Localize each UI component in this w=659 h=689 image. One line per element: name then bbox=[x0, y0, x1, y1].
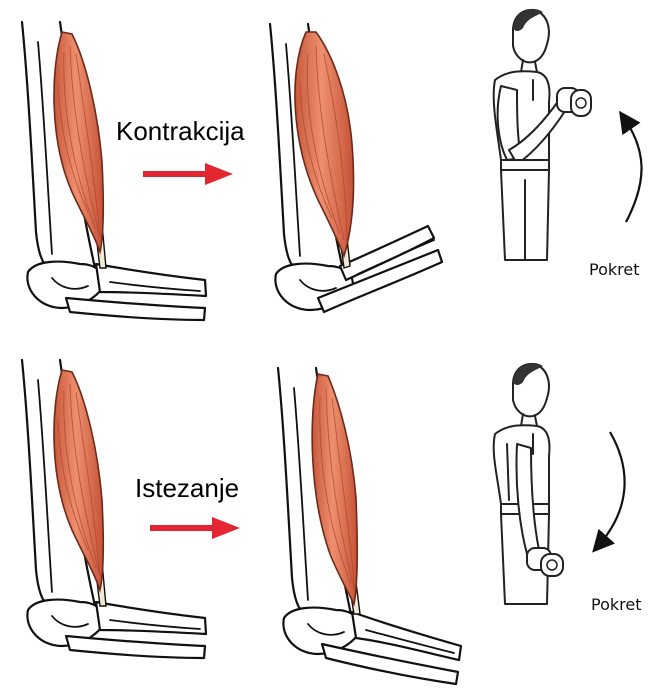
red-arrow-icon bbox=[143, 163, 233, 185]
top-row: Kontrakcija Pokret bbox=[22, 9, 642, 320]
contraction-label: Kontrakcija bbox=[116, 116, 245, 146]
movement-label: Pokret bbox=[589, 260, 639, 279]
arm-stretched-illustration bbox=[278, 368, 461, 684]
arm-contracted-illustration bbox=[270, 24, 442, 312]
stretch-label: Istezanje bbox=[135, 473, 239, 503]
person-arm-down-illustration bbox=[494, 363, 563, 604]
red-arrow-icon bbox=[150, 517, 240, 539]
person-curl-up-illustration bbox=[494, 9, 591, 260]
downward-motion-arrow-icon bbox=[598, 432, 625, 546]
arm-relaxed-illustration bbox=[22, 360, 206, 658]
upward-motion-arrow-icon bbox=[624, 118, 642, 222]
bottom-row: Istezanje Pokret bbox=[22, 360, 641, 684]
movement-label: Pokret bbox=[591, 595, 641, 614]
